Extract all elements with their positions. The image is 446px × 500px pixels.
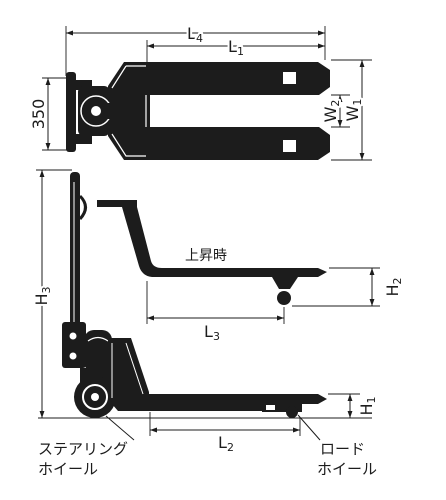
load-wheel-label-line2: ホイール xyxy=(317,460,377,478)
pump-cylinder xyxy=(84,330,112,372)
dimension-l4: L4 xyxy=(65,22,326,76)
load-wheel-bracket-raised xyxy=(272,277,298,289)
dimension-w1: W1 xyxy=(331,59,372,161)
load-wheel-lowered xyxy=(286,406,298,418)
dimension-label-l2: L2 xyxy=(218,433,234,454)
steering-wheel-callout: ステアリング ホイール xyxy=(38,415,135,478)
dimension-w2: W2 xyxy=(319,94,350,128)
leader-line xyxy=(105,415,135,441)
dimension-h1: H1 xyxy=(328,393,380,418)
fork-slot-bottom xyxy=(283,140,296,152)
chassis-plan xyxy=(108,62,150,160)
chassis-side xyxy=(108,338,149,411)
steering-wheel-label-line1: ステアリング xyxy=(38,440,128,458)
load-roller-bracket xyxy=(262,404,302,412)
top-view xyxy=(66,62,330,160)
pump-cap-plan xyxy=(91,106,101,116)
leader-line xyxy=(297,414,321,441)
pump-bolt-lower xyxy=(69,352,77,360)
chassis-side-outline xyxy=(111,342,144,398)
steering-wheel-label-line2: ホイール xyxy=(38,460,98,478)
dimension-l2: L2 xyxy=(149,412,301,456)
handle-bracket-top-plan xyxy=(76,80,92,90)
load-wheel-raised xyxy=(277,291,291,305)
steering-wheel-ring xyxy=(82,384,108,410)
raised-side-view xyxy=(97,200,327,305)
load-roller-highlight xyxy=(266,405,275,410)
dimension-label-l4: L4 xyxy=(187,24,203,45)
handle-bracket-bottom-plan xyxy=(76,134,92,144)
dimension-l1: L1 xyxy=(146,35,325,62)
dimension-l3: L3 xyxy=(146,281,285,345)
raised-state-label: 上昇時 xyxy=(185,248,227,264)
dimension-label-w1: W1 xyxy=(343,99,364,122)
handle-side xyxy=(70,172,80,332)
handle-plan xyxy=(66,72,76,152)
load-wheel-callout: ロード ホイール xyxy=(297,414,377,478)
dimension-label-l1: L1 xyxy=(228,37,244,58)
dimension-h3: H3 xyxy=(30,169,72,418)
handle-lever xyxy=(78,194,87,221)
dimension-label-h2: H2 xyxy=(383,277,404,296)
pump-bolt-upper xyxy=(69,332,77,340)
load-wheel-label-line1: ロード xyxy=(320,440,365,458)
dimension-label-h3: H3 xyxy=(32,286,53,305)
pump-block xyxy=(62,322,86,368)
dimension-label-h1: H1 xyxy=(357,396,378,415)
dimension-350: 350 xyxy=(27,77,72,151)
fork-top-plan xyxy=(146,62,330,95)
dimension-label-w2: W2 xyxy=(321,100,342,123)
fork-slot-top xyxy=(283,72,296,84)
dimension-label-l3: L3 xyxy=(204,322,220,343)
chassis-plan-outline xyxy=(111,65,147,157)
lowered-side-view xyxy=(38,172,372,419)
pump-link-plan xyxy=(106,103,120,119)
pump-cylinder-highlight xyxy=(87,336,109,342)
backrest-and-fork-raised xyxy=(97,200,327,277)
fork-bottom-plan xyxy=(146,127,330,160)
dimension-label-350: 350 xyxy=(29,99,48,130)
steering-wheel-hub xyxy=(91,393,99,401)
dimension-h2: H2 xyxy=(292,267,406,307)
